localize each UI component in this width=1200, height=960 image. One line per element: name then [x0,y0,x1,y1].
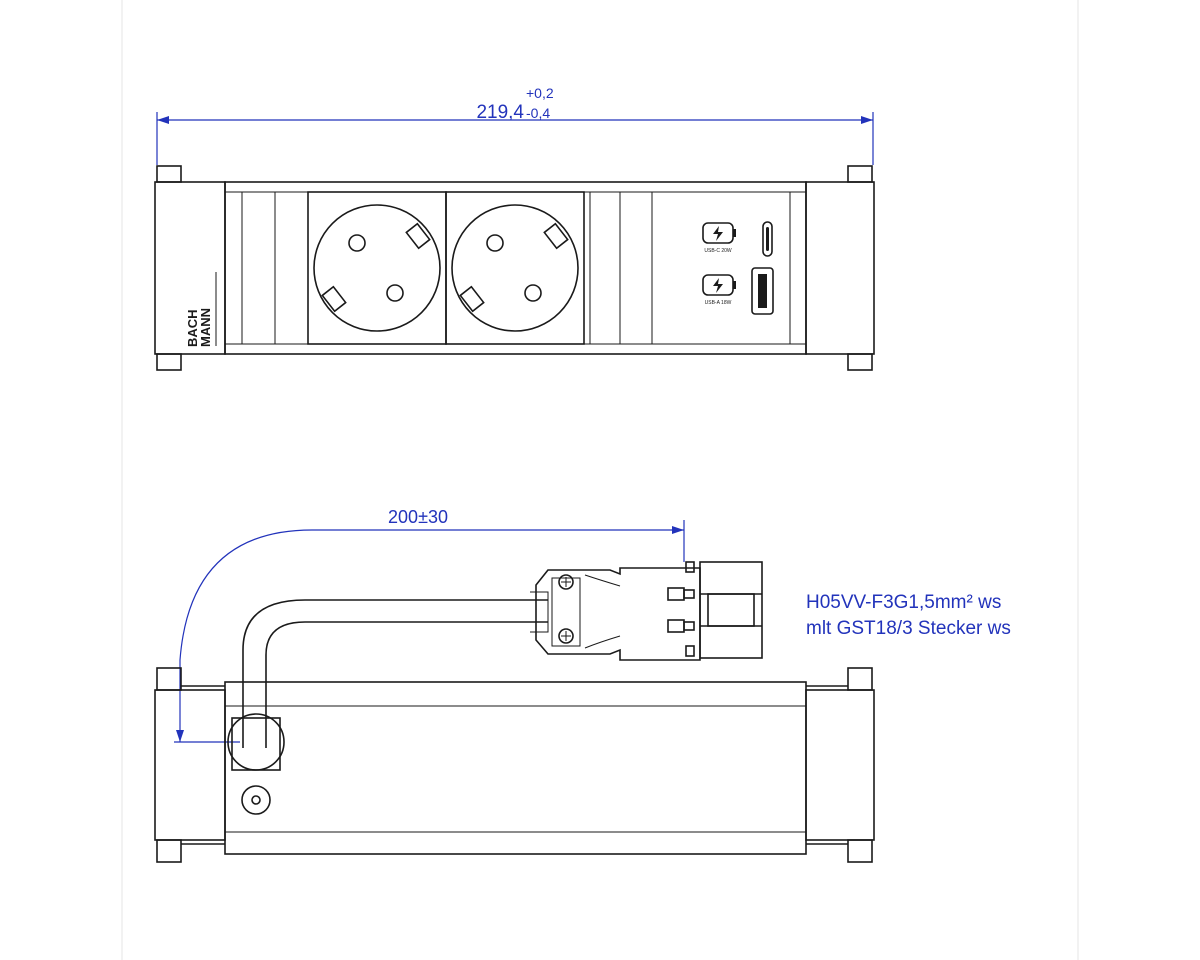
usb-a-port: USB-A 18W [702,267,774,315]
usb-a-label: USB-A 18W [705,300,732,306]
overall-width-dimension: 219,4 +0,2 -0,4 [156,85,874,165]
left-end-cap: BACH MANN [154,165,226,371]
cable-length-dimension: 200±30 [174,507,685,743]
side-view: 200±30 [154,507,1011,863]
usb-c-label: USB-C 20W [704,248,732,254]
right-end-cap [805,165,875,371]
width-tol-lower: -0,4 [526,105,550,121]
cable-spec-line2: mlt GST18/3 Stecker ws [806,618,1011,639]
charging-icon [713,226,723,241]
gst18-plug [530,561,763,661]
width-tol-upper: +0,2 [526,85,554,101]
schuko-socket-1 [307,191,447,345]
cable-spec: H05VV-F3G1,5mm² ws mlt GST18/3 Stecker w… [806,592,1011,639]
top-view: 219,4 +0,2 -0,4 BACH MANN [154,85,875,371]
cable-spec-line1: H05VV-F3G1,5mm² ws [806,592,1001,613]
side-profile-body [154,667,875,863]
brand-logo-line1: BACH [185,309,200,347]
charging-icon [713,278,723,293]
cable [242,599,548,748]
profile-body [224,181,807,355]
cable-length-value: 200±30 [388,507,448,527]
width-nominal: 219,4 [476,102,524,123]
schuko-socket-2 [445,191,585,345]
usb-c-port: USB-C 20W [702,221,773,257]
brand-logo-line2: MANN [198,308,213,347]
usb-module: USB-C 20W USB-A 18W [702,221,774,315]
